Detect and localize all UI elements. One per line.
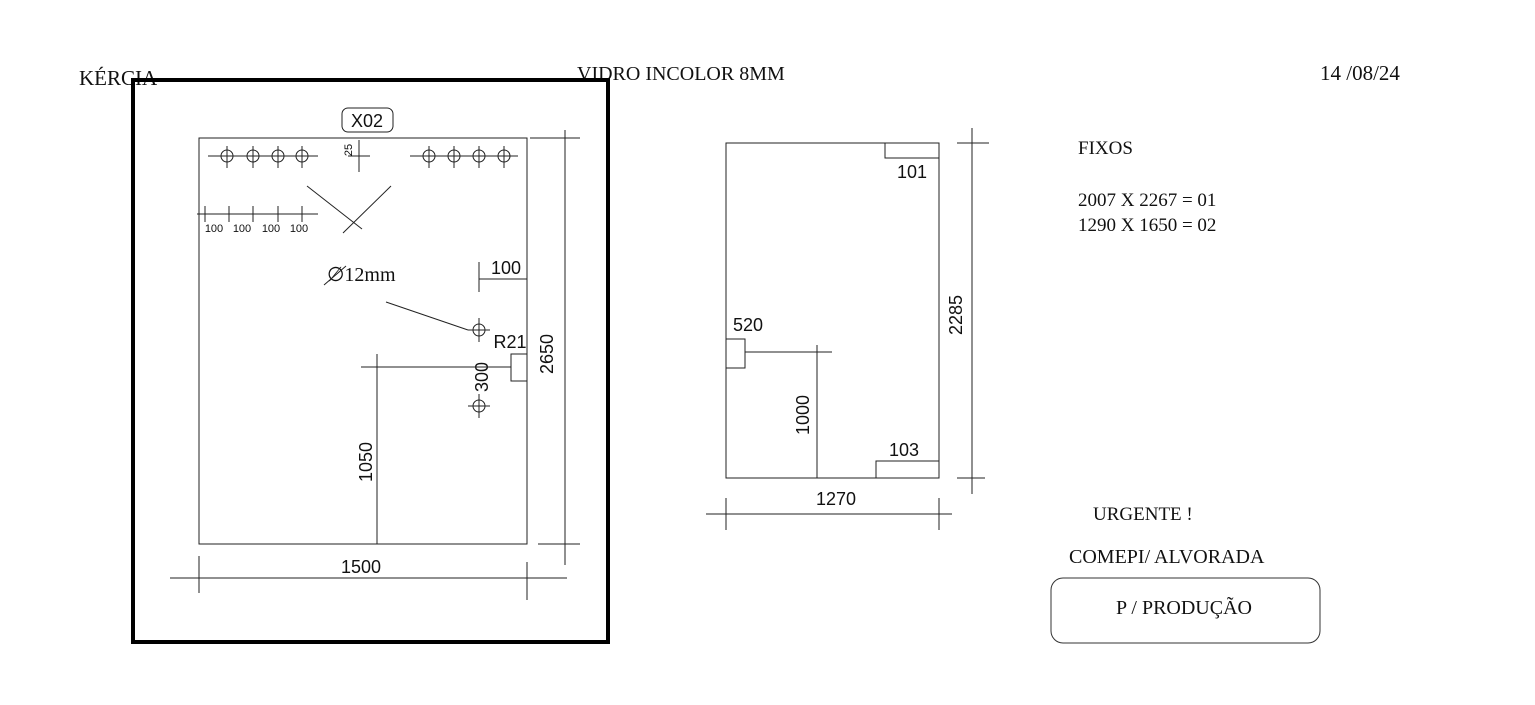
hole-diameter-label: ∅12mm [327, 264, 396, 286]
side-notch [510, 353, 528, 382]
notes-title: FIXOS [1078, 138, 1133, 159]
hole-marker [497, 146, 511, 168]
notch-height-label: 1000 [793, 395, 813, 435]
cut-list-line: 1290 X 1650 = 02 [1078, 215, 1216, 236]
cut-list-line: 2007 X 2267 = 01 [1078, 190, 1216, 211]
edge-offset-label: 25 [343, 144, 355, 156]
hole-marker [220, 146, 234, 168]
cutout-height-label: 1050 [356, 442, 376, 482]
leader-line [306, 185, 363, 230]
piece-tag: X02 [351, 111, 383, 131]
production-stamp-box [1050, 577, 1321, 644]
diameter-leader [385, 301, 469, 331]
notes-panel: FIXOS 2007 X 2267 = 01 1290 X 1650 = 02 … [1050, 138, 1321, 644]
hole-marker [447, 146, 461, 168]
production-stamp: P / PRODUÇÃO [1116, 595, 1252, 619]
width-label: 1500 [341, 557, 381, 577]
hole-marker [472, 146, 486, 168]
spacing-label: 100 [205, 223, 223, 235]
hole-marker [295, 146, 309, 168]
hole-marker [468, 394, 490, 418]
bottom-notch-label: 103 [889, 440, 919, 460]
height-label: 2650 [537, 334, 557, 374]
height-label: 2285 [946, 295, 966, 335]
selection-frame[interactable] [131, 78, 610, 644]
spacing-label: 100 [233, 223, 251, 235]
radius-label: R21 [493, 332, 526, 352]
hole-row-right [410, 146, 518, 168]
width-label: 1270 [816, 489, 856, 509]
diameter-slash [323, 265, 347, 286]
piece-left: X02 25 [170, 107, 580, 600]
piece-right: 101 520 1000 103 2285 1270 [706, 128, 989, 530]
hole-row-left [208, 146, 318, 168]
spacing-label: 100 [262, 223, 280, 235]
glass-outline-right [725, 142, 940, 479]
top-notch-label: 101 [897, 162, 927, 182]
urgent-note: URGENTE ! [1093, 504, 1193, 525]
hole-marker [271, 146, 285, 168]
glass-outline-left [198, 137, 528, 545]
date-label: 14 /08/24 [1320, 61, 1400, 85]
hole-marker [468, 318, 490, 342]
leader-line [342, 185, 392, 234]
piece-tag-box [341, 107, 394, 133]
side-notch [725, 338, 746, 369]
top-notch [884, 142, 940, 159]
hole-marker [422, 146, 436, 168]
spacing-label: 100 [290, 223, 308, 235]
company-name: COMEPI/ ALVORADA [1069, 546, 1265, 568]
hole-marker [246, 146, 260, 168]
bottom-notch [875, 460, 940, 479]
hole-spacing-dimension: 100 100 100 100 [197, 206, 318, 235]
side-notch-label: 520 [733, 315, 763, 335]
edge-distance-label: 100 [491, 258, 521, 278]
material-label: VIDRO INCOLOR 8MM [577, 63, 785, 85]
vertical-spacing-label: 300 [472, 362, 492, 392]
